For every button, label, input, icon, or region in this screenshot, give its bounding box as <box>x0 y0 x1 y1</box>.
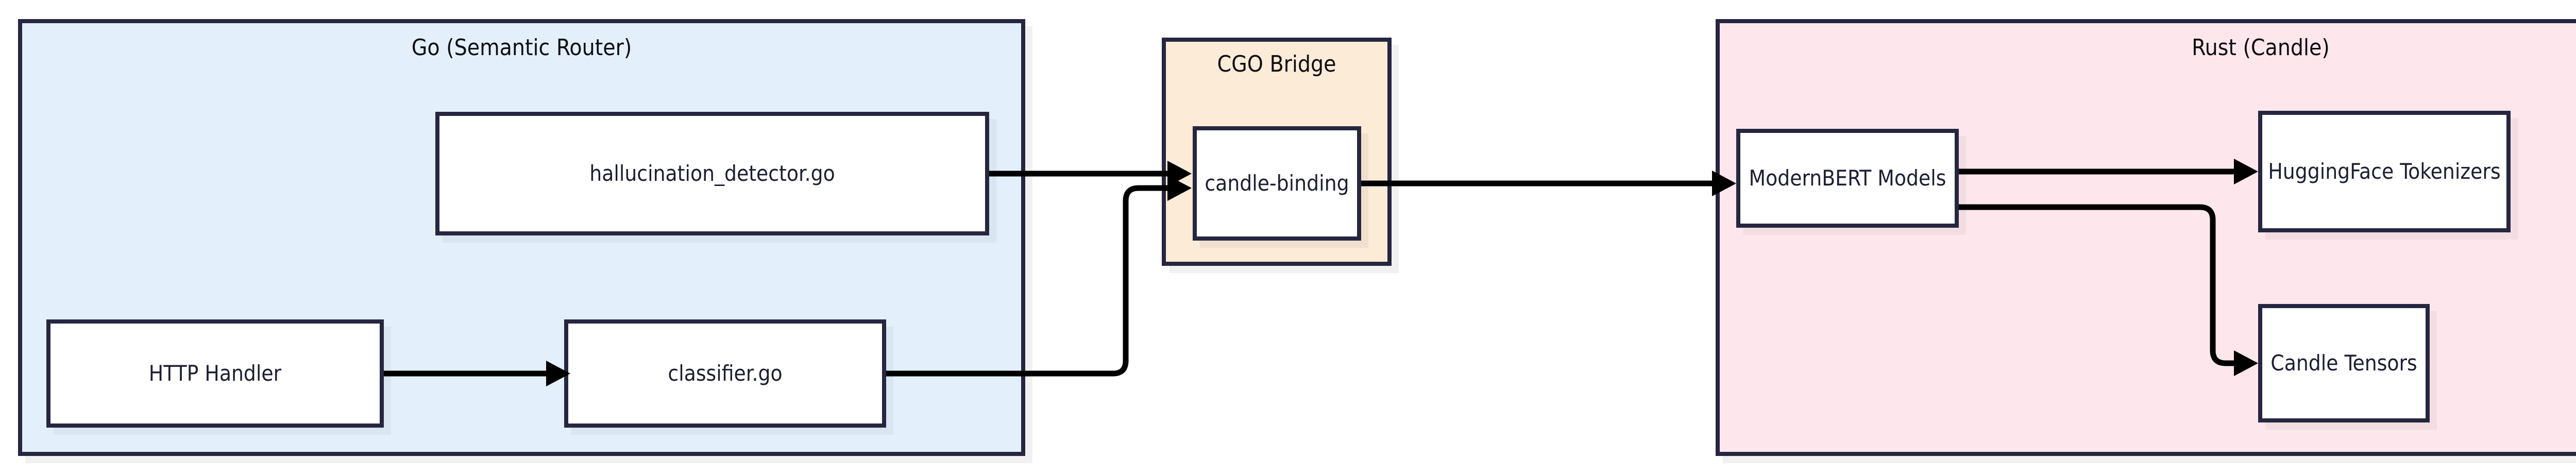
node-huggingface-tokenizers[interactable]: HuggingFace Tokenizers <box>2258 111 2511 232</box>
edge-candle-binding-to-modernbert-models <box>1361 171 1736 196</box>
cluster-rust-title: Rust (Candle) <box>2192 35 2330 61</box>
cluster-rust-candle: Rust (Candle) <box>1716 19 2576 456</box>
cluster-cgo-title: CGO Bridge <box>1217 51 1336 77</box>
node-classifier[interactable]: classifier.go <box>564 319 886 428</box>
node-modernbert-models[interactable]: ModernBERT Models <box>1736 129 1959 228</box>
node-http-handler[interactable]: HTTP Handler <box>46 319 384 428</box>
node-candle-binding[interactable]: candle-binding <box>1193 126 1361 241</box>
node-candle-tensors[interactable]: Candle Tensors <box>2258 304 2430 422</box>
cluster-go-title: Go (Semantic Router) <box>411 35 632 61</box>
node-hallucination-detector[interactable]: hallucination_detector.go <box>435 112 989 235</box>
